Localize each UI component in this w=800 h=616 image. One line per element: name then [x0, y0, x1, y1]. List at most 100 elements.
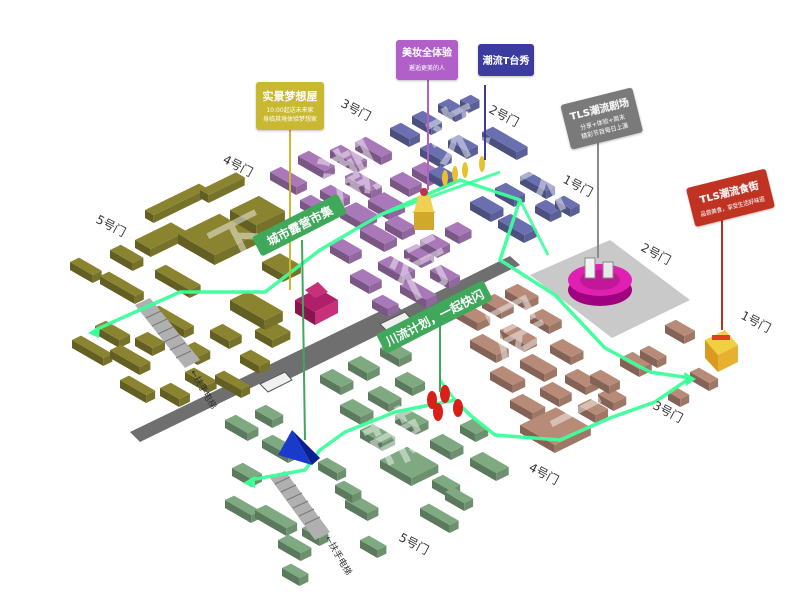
building-block — [360, 410, 374, 425]
building-block — [460, 418, 489, 434]
building-block — [590, 375, 610, 394]
building-block — [367, 366, 380, 381]
building-block — [384, 237, 397, 252]
building-block — [120, 380, 147, 403]
building-block — [613, 396, 627, 411]
building-block — [510, 400, 533, 421]
building-block — [337, 468, 347, 481]
building-block — [668, 392, 681, 407]
building-block — [256, 210, 285, 235]
building-block — [535, 199, 562, 214]
building-block — [402, 269, 415, 284]
building-block — [345, 176, 372, 199]
callout-beauty-sub1: 邂逅更美的人 — [409, 64, 445, 72]
building-block — [400, 285, 427, 308]
building-block — [440, 154, 452, 168]
building-block — [200, 190, 209, 203]
building-block — [400, 279, 437, 300]
building-block — [468, 99, 480, 113]
building-block — [369, 279, 382, 294]
callout-dream-house[interactable]: 实景梦想屋 10:00起送未来家 身临其境体验梦想家 — [256, 82, 324, 130]
callout-dream-sub1: 10:00起送未来家 — [266, 106, 313, 114]
building-block — [197, 350, 211, 365]
building-block — [411, 464, 439, 486]
building-block — [145, 210, 154, 223]
building-block — [262, 262, 283, 282]
building-block — [420, 240, 438, 258]
building-block — [490, 372, 513, 393]
building-block — [470, 451, 509, 473]
building-block — [110, 344, 151, 367]
building-block — [272, 331, 291, 348]
building-block — [135, 222, 187, 249]
building-block — [470, 458, 497, 481]
building-block — [404, 243, 434, 260]
building-block — [390, 122, 420, 139]
theatre-stage — [568, 257, 632, 306]
callout-tshow[interactable]: 潮流T台秀 — [478, 44, 534, 76]
callout-food-street[interactable]: TLS潮流食街 品尝美食，享受生活好味道 — [686, 168, 775, 227]
building-block — [207, 380, 217, 393]
gate-south-4: 4号门 — [527, 459, 562, 487]
building-block — [609, 380, 620, 394]
zone-green-blocks — [225, 341, 509, 586]
building-block — [430, 440, 451, 460]
food-kiosk — [705, 330, 738, 372]
building-block — [412, 168, 430, 186]
building-block — [430, 264, 460, 281]
building-block — [110, 244, 144, 263]
building-block — [404, 250, 422, 268]
building-block — [298, 150, 335, 171]
building-block — [530, 308, 562, 326]
building-block — [565, 375, 586, 395]
building-block — [428, 165, 457, 181]
building-block — [415, 420, 429, 435]
building-block — [241, 385, 251, 398]
building-block — [360, 540, 378, 558]
building-block — [382, 436, 396, 451]
building-block — [372, 300, 388, 317]
building-block — [335, 480, 362, 495]
zone-brown-blocks — [455, 283, 719, 453]
callout-beauty[interactable]: 美妆全体验 邂逅更美的人 — [396, 40, 458, 80]
building-block — [549, 319, 562, 334]
building-block — [546, 186, 556, 199]
building-block — [152, 341, 165, 356]
building-block — [445, 221, 472, 236]
building-block — [555, 200, 571, 217]
building-block — [490, 365, 526, 385]
building-block — [520, 360, 545, 382]
building-block — [135, 338, 153, 356]
building-block — [390, 128, 410, 147]
building-block — [438, 104, 456, 122]
building-block — [385, 222, 403, 240]
escalator-south-label: ←扶手电梯 — [322, 534, 354, 578]
building-block — [390, 171, 422, 189]
building-block — [320, 375, 341, 395]
building-block — [590, 369, 620, 386]
building-block — [95, 326, 120, 348]
building-block — [449, 275, 460, 289]
building-block — [387, 303, 399, 317]
callout-theatre[interactable]: TLS潮流剧场 分享+体验+周末 精彩节目每日上演 — [560, 87, 643, 150]
building-block — [225, 420, 248, 441]
building-block — [385, 215, 415, 232]
building-block — [371, 185, 382, 199]
building-block — [498, 213, 537, 235]
building-block — [709, 378, 719, 391]
building-block — [420, 503, 459, 525]
building-block — [345, 500, 368, 521]
building-block — [381, 151, 392, 165]
building-block — [70, 257, 102, 275]
building-block — [348, 355, 380, 373]
building-block — [135, 331, 165, 348]
building-block — [395, 378, 413, 396]
building-block — [524, 228, 537, 243]
building-block — [278, 534, 312, 553]
building-block — [377, 545, 387, 558]
building-block — [240, 355, 260, 374]
building-block — [570, 204, 580, 217]
building-block — [657, 355, 667, 368]
gate-fog-5: 5号门 — [94, 211, 129, 239]
